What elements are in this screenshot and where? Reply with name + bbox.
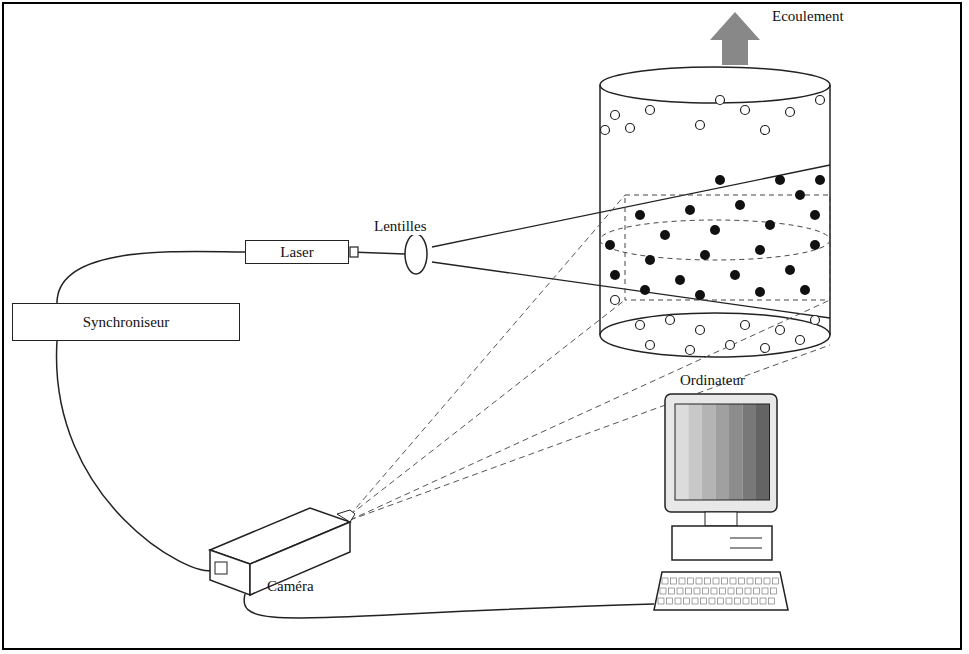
computer: Ordinateur [650,372,790,620]
particle [611,296,620,305]
particle [761,344,770,353]
cylinder-bottom [600,313,830,357]
node-label: Caméra [267,578,314,595]
camera-view [350,195,830,520]
particle [716,96,725,105]
laser-sheet-edge [432,262,830,318]
part-label: Ecoulement [770,8,846,25]
particle [761,126,770,135]
seeded-particle [715,175,725,185]
particle [796,336,805,345]
seeded-particle [755,287,765,297]
particles [601,96,826,355]
particle [741,106,750,115]
seeded-particle [730,270,740,280]
particle [626,124,635,133]
particle [726,341,735,350]
seeded-particle [695,290,705,300]
particle [696,326,705,335]
seeded-particle [810,240,820,250]
seeded-particle [605,240,615,250]
part-label: Lentilles [372,218,429,235]
computer-icon [650,372,790,620]
node-label: Ordinateur [680,372,745,389]
seeded-particle [815,175,825,185]
cable [57,252,245,303]
seeded-particle [645,255,655,265]
seeded-particle [685,205,695,215]
lens [405,234,427,274]
seeded-particle [660,230,670,240]
cylinder-side [599,85,601,335]
seeded-particle [610,270,620,280]
seeded-particle [635,210,645,220]
particle [646,106,655,115]
synchroniser-box: Synchroniseur [12,303,240,341]
cable [244,594,654,618]
particle [601,126,610,135]
particle [686,346,695,355]
seeded-particle [710,225,720,235]
seeded-particle [640,285,650,295]
particle [811,316,820,325]
node-label: Laser [280,244,313,261]
cable [57,341,213,571]
particle [636,321,645,330]
particle [696,121,705,130]
seeded-particle [775,175,785,185]
laser-sheet-section [600,220,830,260]
seeded-particle [785,265,795,275]
flow-arrow [710,12,760,65]
seeded-particle [700,250,710,260]
cylinder-top [600,67,830,103]
particle [741,321,750,330]
seeded-particle [755,245,765,255]
camera: Caméra [205,500,355,600]
particle [776,326,785,335]
seeded-particle [810,210,820,220]
laser-sheet-edge [432,165,830,247]
particle [816,96,825,105]
laser-head [350,247,358,257]
node-label: Synchroniseur [83,314,170,331]
particle [611,111,620,120]
seeded-particle [795,190,805,200]
particle [646,341,655,350]
measurement-window [625,195,830,300]
seeded-particle [800,285,810,295]
particle [666,316,675,325]
seeded-particle [675,275,685,285]
seeded-particle [735,200,745,210]
seeded-particle [765,220,775,230]
laser-box: Laser [245,240,349,264]
particle [786,108,795,117]
